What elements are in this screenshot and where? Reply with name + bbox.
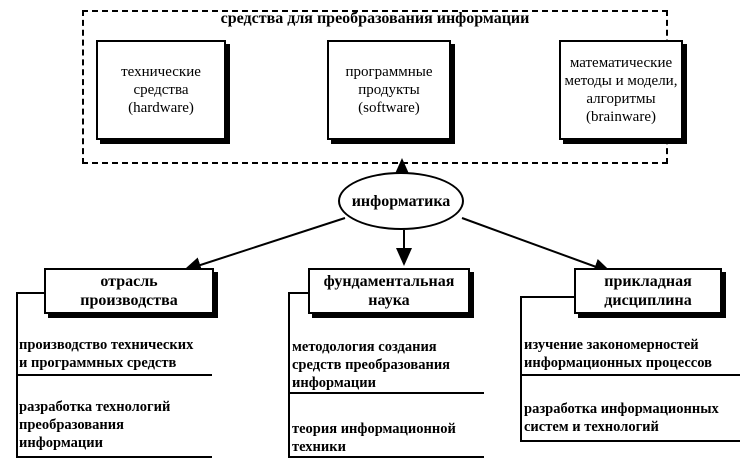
applied-item-1: изучение закономерностей информационных … — [524, 337, 712, 371]
brainware-box: математические методы и модели, алгоритм… — [559, 40, 683, 140]
science-item-2: теория информационной техники — [292, 421, 456, 455]
hardware-box: технические средства (hardware) — [96, 40, 226, 140]
branch-industry: отрасль производства — [44, 268, 214, 314]
arrow-to-applied — [461, 217, 612, 275]
arrow-to-industry — [183, 217, 346, 273]
industry-item-1: производство технических и программных с… — [19, 337, 194, 371]
branch-science: фундаментальная наука — [308, 268, 470, 314]
applied-item-2: разработка информационных систем и техно… — [524, 401, 719, 435]
applied-bracket — [520, 296, 522, 441]
industry-item-2: разработка технологий преобразования инф… — [19, 399, 171, 451]
software-box: программные продукты (software) — [327, 40, 451, 140]
informatics-label: информатика — [351, 192, 451, 210]
branch-applied: прикладная дисциплина — [574, 268, 722, 314]
science-bracket — [288, 292, 290, 457]
informatics-ellipse: информатика — [338, 172, 464, 230]
science-item-1: методология создания средств преобразова… — [292, 339, 451, 391]
means-title: средства для преобразования информации — [220, 10, 530, 27]
